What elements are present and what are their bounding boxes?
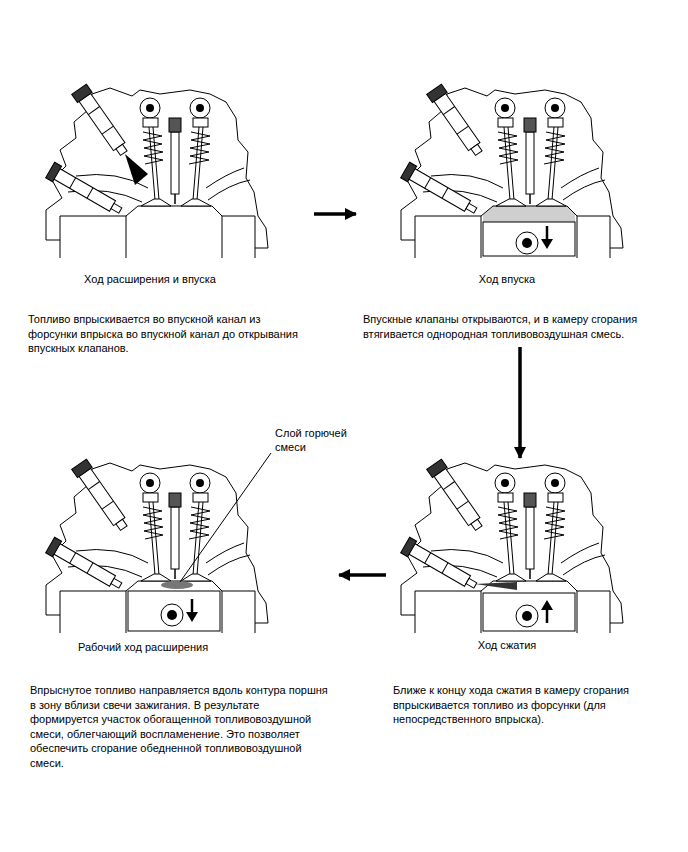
leader-line (180, 453, 271, 582)
compression-figure (475, 582, 517, 590)
intake-figure (516, 232, 538, 254)
power-stroke-figure (186, 612, 198, 622)
intake-figure (541, 239, 553, 249)
compression-figure (483, 593, 575, 631)
intake-figure (483, 222, 575, 256)
flow-arrow (339, 573, 386, 577)
compression-figure (522, 611, 532, 621)
stage-description: Топливо впрыскивается во впускной канал … (28, 312, 306, 356)
port-injection-figure (46, 84, 268, 258)
stage-title: Рабочий ход расширения (78, 640, 208, 655)
power-stroke-figure (128, 591, 220, 631)
power-stroke-figure (191, 599, 194, 613)
compression-figure (401, 459, 623, 633)
intake-figure (401, 84, 623, 258)
stage-title: Ход сжатия (478, 638, 537, 653)
compression-figure (401, 459, 623, 633)
power-stroke-figure (46, 459, 268, 633)
intake-figure (401, 84, 623, 258)
callout-label: Слой горючей смеси (275, 426, 357, 454)
stage-title: Ход расширения и впуска (84, 272, 216, 287)
intake-figure (522, 238, 532, 248)
compression-figure (516, 605, 538, 627)
stage-panel: Ход расширения и впускаТопливо впрыскива… (22, 86, 312, 360)
intake-figure (546, 226, 549, 240)
stage-panel: Рабочий ход расширенияВпрыснутое топливо… (22, 460, 337, 774)
flow-arrow (314, 212, 356, 216)
power-stroke-figure (46, 459, 268, 633)
stage-panel: Ход сжатияБлиже к концу хода сжатия в ка… (388, 460, 678, 731)
stage-panel: Ход впускаВпускные клапаны открываются, … (358, 86, 670, 345)
port-injection-figure (125, 154, 148, 185)
power-stroke-figure (167, 610, 177, 620)
stage-description: Ближе к концу хода сжатия в камеру сгора… (393, 683, 673, 727)
compression-figure (541, 600, 553, 610)
stage-title: Ход впуска (479, 272, 535, 287)
power-stroke-figure (161, 581, 193, 589)
port-injection-figure (46, 84, 268, 258)
power-stroke-figure (161, 604, 183, 626)
stage-description: Впрыснутое топливо направляется вдоль ко… (30, 683, 330, 770)
flow-arrow (518, 347, 522, 458)
intake-figure (483, 206, 575, 222)
compression-figure (546, 609, 549, 623)
stage-description: Впускные клапаны открываются, и в камеру… (363, 312, 668, 341)
